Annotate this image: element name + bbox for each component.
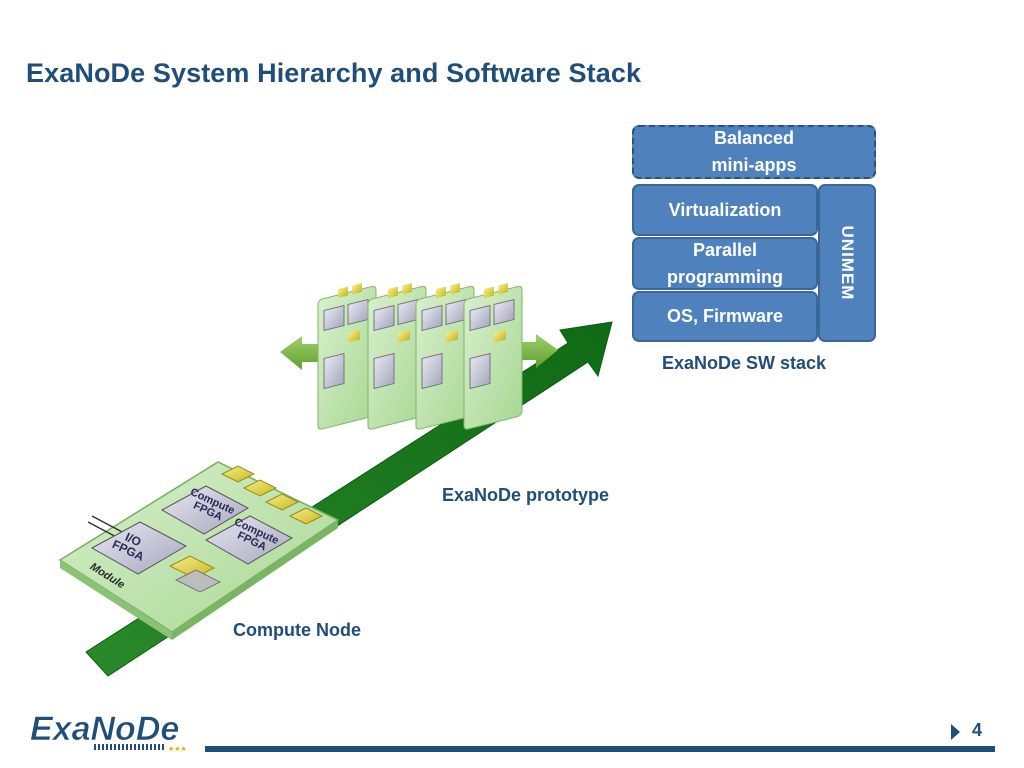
logo-wordmark: ExaNoDe (30, 710, 179, 748)
slide-title: ExaNoDe System Hierarchy and Software St… (26, 58, 642, 88)
os-firmware-label: OS, Firmware (666, 306, 784, 326)
virtualization-box: Virtualization (632, 184, 818, 236)
parallel-line1: Parallel (692, 239, 758, 260)
scale-right-arrow (512, 334, 558, 368)
footer-bar (205, 746, 995, 752)
balanced-line2: mini-apps (711, 155, 797, 175)
page-indicator-icon (951, 724, 960, 740)
compute-node-label: Compute Node (233, 620, 361, 640)
os-firmware-box: OS, Firmware (632, 291, 818, 342)
page-number: 4 (972, 720, 983, 740)
unimem-box: UNIMEM (818, 184, 876, 342)
svg-text:★★★: ★★★ (168, 745, 187, 753)
parallel-line2: programming (666, 266, 783, 287)
balanced-line1: Balanced (713, 128, 795, 148)
io-fpga (90, 521, 188, 575)
balanced-mini-apps-box: Balanced mini-apps (632, 125, 876, 179)
sw-stack-caption: ExaNoDe SW stack (662, 353, 827, 373)
unimem-label: UNIMEM (838, 225, 857, 301)
compute-node-module (58, 461, 340, 640)
exanode-logo: ExaNoDe ★★★ (28, 708, 204, 759)
prototype-label: ExaNoDe prototype (442, 485, 610, 505)
compute-fpga-1 (160, 485, 250, 535)
virtualization-label: Virtualization (668, 199, 782, 220)
prototype-modules (317, 283, 523, 430)
parallel-programming-box: Parallel programming (632, 237, 818, 290)
compute-fpga-2 (204, 515, 294, 565)
